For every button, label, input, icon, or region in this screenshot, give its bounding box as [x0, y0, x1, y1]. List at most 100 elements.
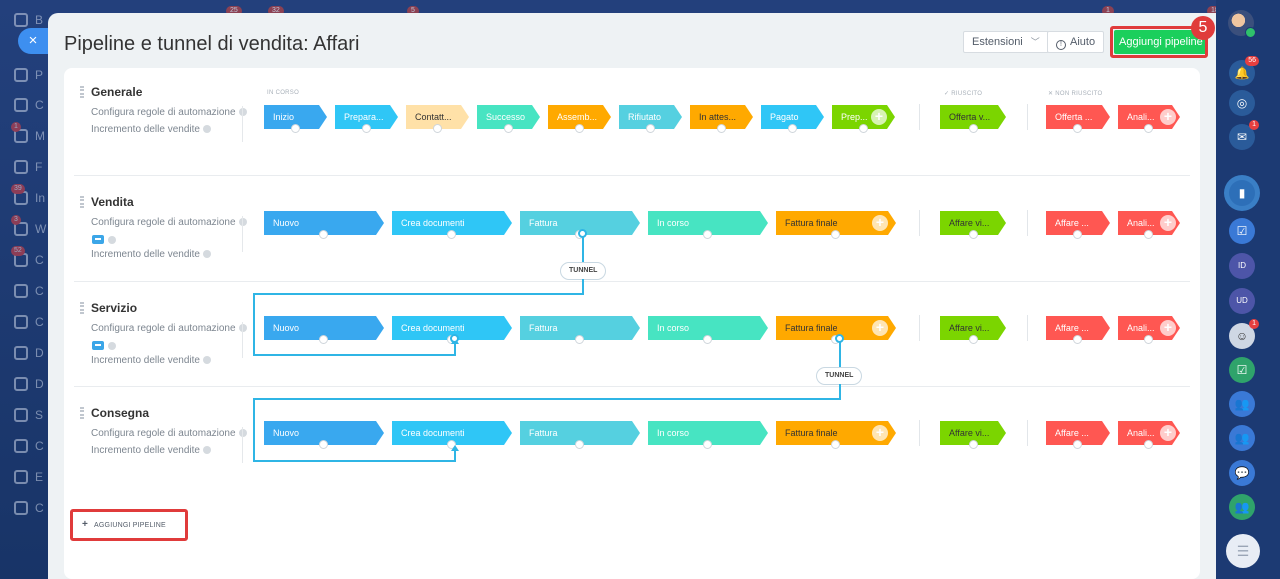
add-stage-icon[interactable]: + — [872, 425, 888, 441]
notifications-icon[interactable]: 🔔56 — [1229, 56, 1259, 86]
profile-avatar[interactable] — [1228, 10, 1256, 38]
stage-handle[interactable] — [716, 124, 726, 133]
stage-label: Rifiutato — [628, 112, 662, 122]
stage-handle[interactable] — [1144, 440, 1153, 449]
stage-handle[interactable] — [1144, 230, 1153, 239]
sales-increase-link[interactable]: Incremento delle vendite — [91, 355, 211, 366]
pipeline-name: Vendita — [91, 195, 134, 209]
stage-handle[interactable] — [575, 335, 584, 344]
nav-item-label: C — [35, 438, 44, 453]
tasks-icon[interactable]: ☑ — [1229, 218, 1255, 244]
tunnel-line — [253, 293, 255, 355]
stage-handle[interactable] — [831, 440, 840, 449]
stage-handle[interactable] — [969, 335, 978, 344]
automation-rules-link[interactable]: Configura regole di automazione — [91, 217, 247, 228]
add-stage-icon[interactable]: + — [1160, 109, 1176, 125]
add-stage-icon[interactable]: + — [1160, 215, 1176, 231]
stage-label: In corso — [657, 428, 690, 438]
tunnel-line — [253, 460, 455, 462]
menu-icon[interactable]: ☰ — [1226, 534, 1260, 568]
add-stage-icon[interactable]: + — [1160, 425, 1176, 441]
stage-handle[interactable] — [787, 124, 797, 133]
robot-icon[interactable] — [92, 235, 104, 244]
pulse-icon[interactable]: ◎ — [1229, 90, 1255, 116]
group-2-icon[interactable]: 👥 — [1229, 425, 1255, 451]
drag-handle-icon[interactable] — [80, 302, 84, 314]
stage-handle[interactable] — [319, 440, 328, 449]
add-stage-icon[interactable]: + — [1160, 320, 1176, 336]
stage-label: Nuovo — [273, 428, 300, 438]
help-icon[interactable] — [202, 356, 211, 364]
stage-label: Assemb... — [557, 112, 598, 122]
help-icon[interactable] — [108, 342, 116, 350]
drag-handle-icon[interactable] — [80, 86, 84, 98]
stage-handle[interactable] — [432, 124, 442, 133]
stage-label: Fattura finale — [785, 428, 838, 438]
group-3-icon[interactable]: 👥 — [1229, 494, 1255, 520]
user-avatar-icon[interactable]: ☺1 — [1229, 319, 1259, 349]
tunnel-line — [454, 342, 456, 356]
stage-handle[interactable] — [1073, 440, 1082, 449]
stage-handle[interactable] — [969, 230, 978, 239]
workgroup-2-icon[interactable]: UD — [1229, 288, 1255, 314]
group-icon[interactable]: 👥 — [1229, 391, 1255, 417]
stage-label: Successo — [486, 112, 526, 122]
nav-item-label: C — [35, 252, 44, 267]
automation-rules-link[interactable]: Configura regole di automazione — [91, 323, 247, 334]
stage-handle[interactable] — [1073, 230, 1082, 239]
stage-handle[interactable] — [703, 230, 712, 239]
drag-handle-icon[interactable] — [80, 407, 84, 419]
automation-rules-link[interactable]: Configura regole di automazione — [91, 107, 247, 118]
stage-handle[interactable] — [1144, 335, 1153, 344]
stage-handle[interactable] — [831, 230, 840, 239]
help-icon[interactable] — [108, 236, 116, 244]
stage-label: Anali... — [1127, 428, 1155, 438]
stage-label: Fattura finale — [785, 323, 838, 333]
stage-prepara[interactable]: Prepara... — [335, 105, 398, 129]
add-stage-icon[interactable]: + — [872, 320, 888, 336]
robot-icon[interactable] — [92, 341, 104, 350]
sales-increase-link[interactable]: Incremento delle vendite — [91, 445, 211, 456]
add-stage-icon[interactable]: + — [872, 215, 888, 231]
background-nav-item: C — [14, 438, 52, 453]
stage-handle[interactable] — [858, 124, 868, 133]
stage-handle[interactable] — [361, 124, 371, 133]
bookmark-icon[interactable]: ▮ — [1229, 180, 1255, 206]
workgroup-icon[interactable]: ID — [1229, 253, 1255, 279]
help-button[interactable]: !Aiuto — [1047, 31, 1105, 53]
sales-increase-link[interactable]: Incremento delle vendite — [91, 249, 211, 260]
add-stage-icon[interactable]: + — [871, 109, 887, 125]
stage-handle[interactable] — [703, 440, 712, 449]
automation-rules-link[interactable]: Configura regole di automazione — [91, 428, 247, 439]
stage-label: Nuovo — [273, 218, 300, 228]
close-slider-button[interactable]: × — [18, 28, 48, 54]
stage-handle[interactable] — [969, 124, 978, 133]
stage-handle[interactable] — [703, 335, 712, 344]
help-icon[interactable] — [202, 250, 211, 258]
stage-handle[interactable] — [319, 335, 328, 344]
stage-handle[interactable] — [290, 124, 300, 133]
stage-handle[interactable] — [447, 230, 456, 239]
chat-icon[interactable]: ✉1 — [1229, 120, 1259, 150]
add-pipeline-link[interactable]: +AGGIUNGI PIPELINE — [82, 519, 166, 530]
stage-handle[interactable] — [1144, 124, 1153, 133]
nav-item-label: C — [35, 500, 44, 515]
check-icon[interactable]: ☑ — [1229, 357, 1255, 383]
messages-icon[interactable]: 💬 — [1229, 460, 1255, 486]
stage-label: Offerta v... — [949, 112, 991, 122]
stage-handle[interactable] — [319, 230, 328, 239]
stage-handle[interactable] — [645, 124, 655, 133]
stage-handle[interactable] — [575, 440, 584, 449]
stage-handle[interactable] — [1073, 124, 1082, 133]
extensions-dropdown[interactable]: Estensioni﹀ — [963, 31, 1049, 53]
stage-label: Crea documenti — [401, 218, 465, 228]
stage-handle[interactable] — [969, 440, 978, 449]
drag-handle-icon[interactable] — [80, 196, 84, 208]
help-icon[interactable] — [202, 446, 211, 454]
help-icon[interactable] — [202, 125, 211, 133]
stage-handle[interactable] — [1073, 335, 1082, 344]
stage-handle[interactable] — [503, 124, 513, 133]
sales-increase-link[interactable]: Incremento delle vendite — [91, 124, 211, 135]
stage-handle[interactable] — [574, 124, 584, 133]
